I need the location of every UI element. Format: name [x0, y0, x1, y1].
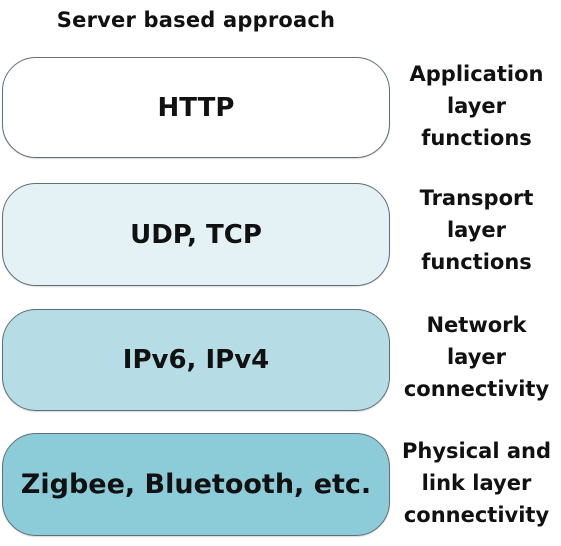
diagram-title: Server based approach	[56, 8, 336, 32]
physical-link-protocol-label: Zigbee, Bluetooth, etc.	[20, 469, 372, 500]
description-line: functions	[421, 126, 532, 150]
description-line: link layer	[421, 471, 532, 495]
transport-layer-description: Transport layer functions	[392, 182, 561, 278]
physical-link-layer-box: Zigbee, Bluetooth, etc.	[2, 433, 390, 536]
description-line: connectivity	[403, 503, 550, 527]
description-line: Transport	[419, 186, 534, 210]
application-protocol-label: HTTP	[157, 92, 235, 123]
description-line: layer	[446, 94, 506, 118]
description-line: layer	[446, 218, 506, 242]
description-line: Physical and	[401, 439, 551, 463]
physical-link-layer-description: Physical and link layer connectivity	[392, 435, 561, 531]
transport-layer-box: UDP, TCP	[2, 183, 390, 286]
network-protocol-label: IPv6, IPv4	[122, 345, 270, 375]
description-line: Network	[426, 313, 527, 337]
network-layer-box: IPv6, IPv4	[2, 309, 390, 411]
application-layer-box: HTTP	[2, 57, 390, 158]
application-layer-description: Application layer functions	[392, 58, 561, 154]
description-line: layer	[446, 345, 506, 369]
network-layer-description: Network layer connectivity	[392, 309, 561, 405]
description-line: Application	[409, 62, 544, 86]
description-line: functions	[421, 250, 532, 274]
description-line: connectivity	[403, 377, 550, 401]
transport-protocol-label: UDP, TCP	[130, 219, 262, 250]
